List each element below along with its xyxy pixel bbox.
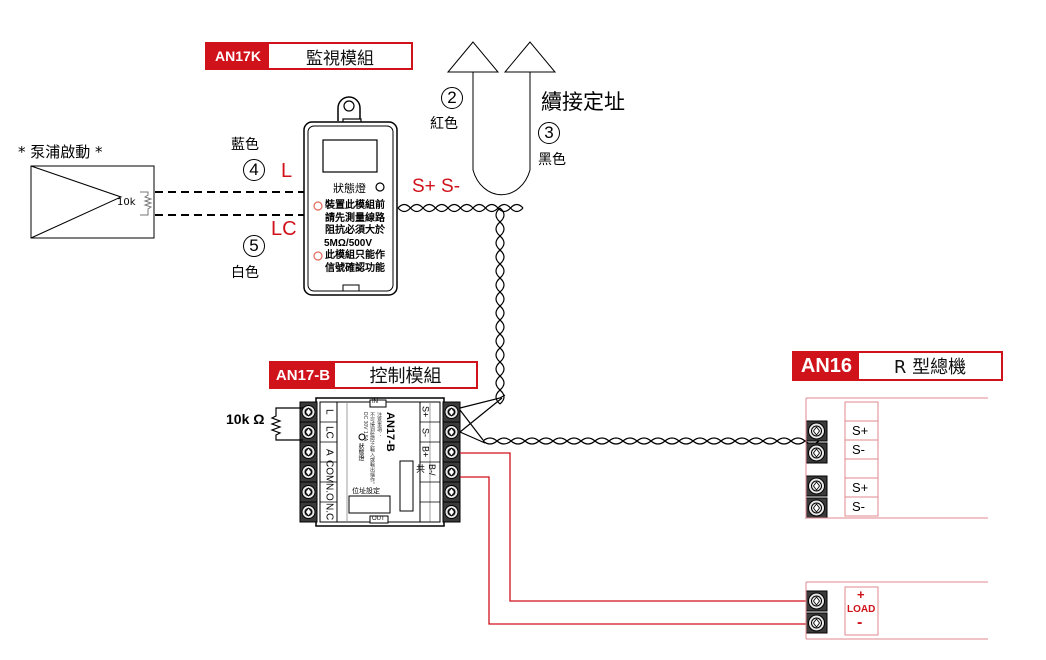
control-right-terminal-label: S+ (420, 406, 431, 418)
bus-continue-label: 續接定址 (541, 90, 625, 114)
control-address-window (348, 495, 391, 514)
control-inner-note: 不可接到監控之輸入或輸出端作。 (369, 412, 375, 487)
monitor-note2-icon (313, 251, 323, 261)
pump-triangle (30, 165, 123, 239)
blue-wire-terminal: L (281, 160, 293, 182)
control-out-port (369, 515, 389, 524)
monitor-module-name: 監視模組 (306, 48, 374, 69)
panel-load-label-box (844, 586, 879, 636)
monitor-status-led-label: 狀態燈 (333, 182, 366, 195)
monitor-body-outer (303, 121, 398, 296)
control-status-led (358, 433, 366, 441)
main-panel-code: AN16 (794, 353, 859, 379)
load-plus-label: + (857, 587, 865, 602)
wire-sp-link (459, 394, 506, 409)
main-signal-terminal-label: S- (852, 499, 865, 514)
wire-cross2 (459, 397, 503, 433)
control-right-terminal-label: B+ (420, 446, 431, 458)
twisted-pair-monitor-b (397, 203, 524, 213)
main-signal-terminal-label: S+ (852, 423, 869, 438)
white-wire-color-label: 白色 (231, 265, 259, 281)
control-right-terminal-label (421, 484, 430, 500)
bus-arrow-black (503, 41, 557, 73)
monitor-status-led (375, 182, 385, 192)
control-left-terminal-label: COM (323, 460, 335, 484)
monitor-hook-hole (343, 100, 355, 112)
bus-red-number: 2 (441, 87, 463, 109)
monitor-note-2: 此模組只能作 信號確認功能 (325, 250, 385, 274)
control-in-port (369, 399, 387, 408)
twisted-pair-vertical-b (495, 207, 505, 405)
blue-wire-color-label: 藍色 (231, 137, 259, 153)
monitor-display (322, 139, 378, 173)
monitor-note1-icon (313, 201, 323, 211)
control-in-label: IN (372, 399, 378, 405)
wire-sm-link (459, 431, 486, 444)
control-left-terminal-label: N.O (323, 483, 335, 501)
control-right-terminal-label: B-/共 (415, 464, 437, 480)
control-end-resistor (270, 407, 303, 441)
control-module-code: AN17-B (271, 363, 335, 387)
control-label-window (399, 460, 414, 512)
control-module-title: AN17-B 控制模組 (269, 361, 478, 389)
white-wire-terminal: LC (271, 218, 297, 240)
control-module-name: 控制模組 (369, 366, 442, 387)
control-end-resistor-label: 10k Ω (226, 411, 265, 427)
control-left-terminal-label: L (323, 409, 335, 415)
bus-black-number: 3 (538, 122, 560, 144)
monitor-hook (337, 96, 361, 121)
pump-resistor (140, 191, 153, 216)
control-right-terminal-label: S- (420, 427, 431, 437)
pump-box (30, 165, 155, 239)
bus-red-color-label: 紅色 (430, 116, 458, 132)
load-minus-label: - (857, 614, 863, 631)
main-panel-title: AN16 R 型總機 (792, 351, 1003, 381)
bus-loop (472, 72, 531, 196)
control-out-label: OUT (372, 516, 385, 522)
control-right-terminal-label (421, 504, 430, 520)
monitor-module-code: AN17K (207, 44, 269, 68)
pump-resistor-label: 10k (117, 197, 136, 208)
load-wire-plus (460, 452, 808, 602)
control-left-terminal-label: LC (323, 425, 335, 439)
main-panel-name: R 型總機 (893, 357, 967, 378)
main-signal-terminal-label: S- (852, 442, 865, 457)
pump-label: * 泵浦啟動 * (18, 143, 103, 161)
monitor-note-1: 裝置此模組前 請先測量線路 阻抗必須大於 5MΩ/500V (324, 200, 385, 249)
control-led-label: 狀態燈 (357, 443, 363, 461)
control-left-terminal-label: A (323, 448, 335, 456)
load-wire-minus (460, 476, 808, 625)
bus-black-color-label: 黑色 (538, 152, 566, 168)
control-inner-note: 注意事項： (376, 412, 382, 437)
control-model-label: AN17-B (384, 412, 396, 452)
monitor-module-title: AN17K 監視模組 (205, 42, 413, 70)
twisted-pair-main-b (482, 437, 820, 445)
control-address-label: 位址設定 (352, 488, 380, 495)
blue-wire-number: 4 (243, 159, 265, 181)
main-signal-terminal-label: S+ (852, 480, 869, 495)
white-wire-number: 5 (243, 235, 265, 257)
bus-signal-label: S+ S- (412, 176, 461, 197)
wire-cross1 (459, 409, 484, 441)
control-inner-note: DC 30V 1.5A (362, 412, 368, 442)
monitor-bottom-tab (342, 284, 360, 292)
bus-arrow-red (446, 41, 500, 73)
load-label: LOAD (847, 604, 876, 615)
control-left-terminal-label: N.C (323, 503, 335, 521)
